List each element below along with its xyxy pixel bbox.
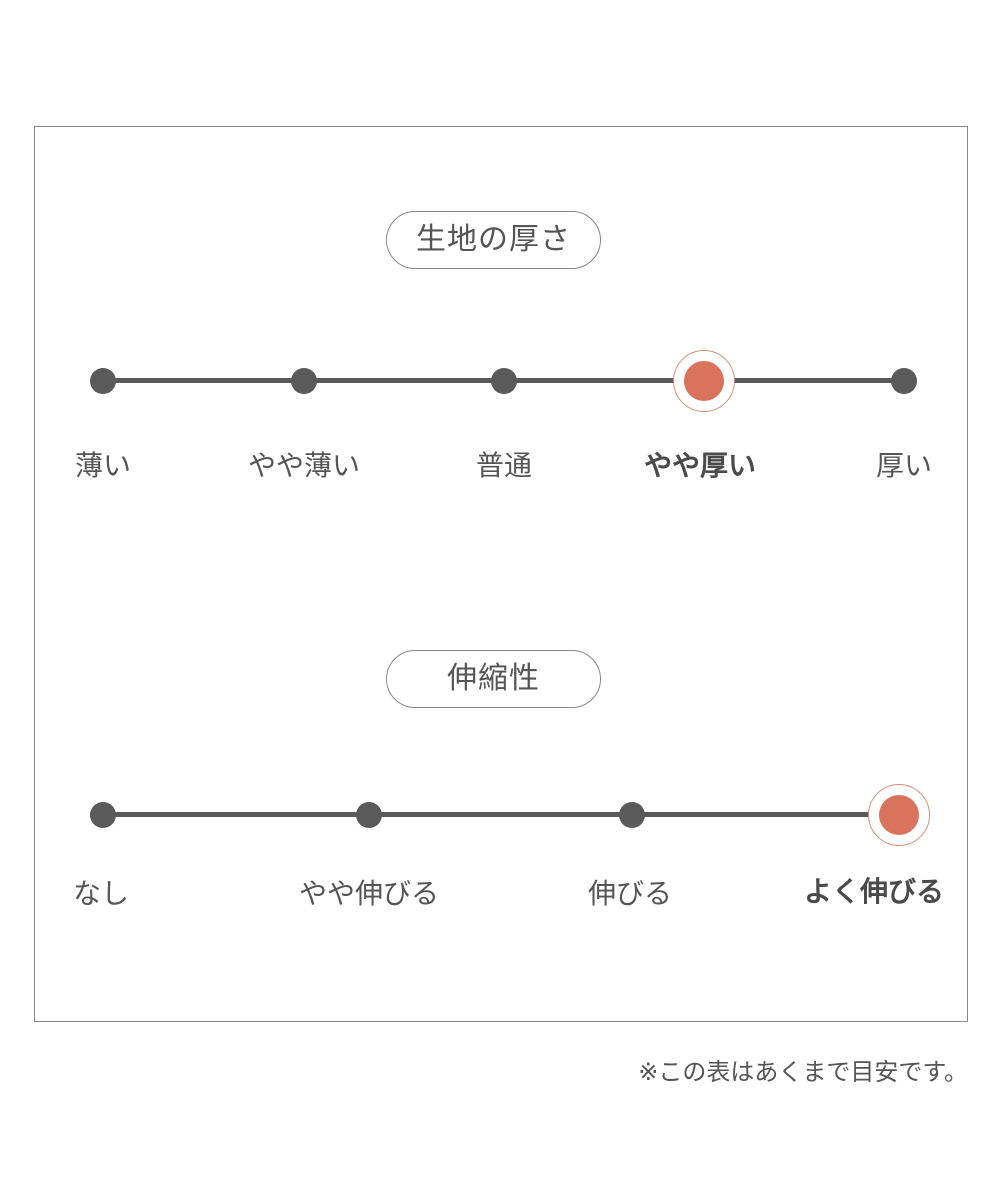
thickness-title: 生地の厚さ — [416, 222, 571, 257]
stretch-selected-marker — [868, 784, 930, 846]
thickness-title-badge: 生地の厚さ — [386, 211, 601, 269]
disclaimer-note: ※この表はあくまで目安です。 — [638, 1058, 968, 1086]
stretch-label-stretchy: 伸びる — [587, 877, 672, 910]
thickness-label-somewhat-thick: やや厚い — [643, 449, 756, 482]
thickness-level-marker-normal — [491, 368, 517, 394]
stretch-title-badge: 伸縮性 — [386, 650, 601, 708]
stretch-label-none: なし — [72, 877, 129, 910]
thickness-selected-marker — [673, 350, 735, 412]
stretch-title: 伸縮性 — [447, 661, 540, 696]
stretch-label-somewhat-stretchy: やや伸びる — [298, 877, 439, 910]
thickness-label-thin: 薄い — [74, 449, 131, 482]
chart-frame — [34, 126, 968, 1022]
stretch-level-marker-somewhat-stretchy — [356, 802, 382, 828]
stretch-scale-track — [103, 812, 899, 817]
thickness-level-marker-thin — [90, 368, 116, 394]
thickness-label-thick: 厚い — [875, 449, 932, 482]
stretch-level-marker-stretchy — [619, 802, 645, 828]
thickness-level-marker-somewhat-thin — [291, 368, 317, 394]
stretch-label-very-stretchy: よく伸びる — [803, 875, 944, 908]
thickness-label-somewhat-thin: やや薄い — [247, 449, 360, 482]
stretch-level-marker-none — [90, 802, 116, 828]
thickness-label-normal: 普通 — [475, 449, 532, 482]
thickness-level-marker-thick — [891, 368, 917, 394]
